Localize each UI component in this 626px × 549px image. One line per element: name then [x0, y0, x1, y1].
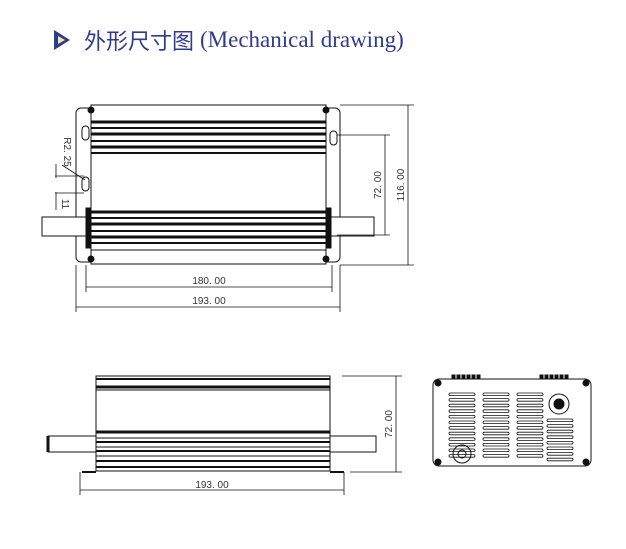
vent-slot	[448, 414, 476, 419]
end-cap-left	[85, 207, 92, 249]
vent-tooth	[549, 374, 554, 380]
screw	[87, 255, 95, 263]
vent-slot	[516, 403, 544, 408]
vent-tooth	[539, 374, 544, 380]
play-triangle-icon	[54, 30, 70, 50]
section-title: 外形尺寸图 (Mechanical drawing)	[52, 24, 404, 56]
vent-slot	[482, 448, 510, 452]
cable-left	[41, 216, 91, 237]
vent-slot	[448, 448, 476, 452]
vent-slot	[546, 457, 574, 462]
end-view	[432, 374, 592, 467]
vent-slot	[546, 435, 574, 439]
vent-slot	[482, 431, 510, 436]
output-connector-core	[553, 398, 565, 410]
mounting-slot	[81, 125, 90, 141]
cable-left	[47, 435, 97, 453]
vent-tooth	[471, 374, 476, 380]
vent-slot	[516, 426, 544, 430]
end-panel	[432, 378, 592, 467]
end-cap-right	[325, 207, 332, 249]
vent-slot	[546, 424, 574, 428]
vent-slot	[516, 431, 544, 436]
vent-slot	[448, 398, 476, 402]
vent-slot	[482, 437, 510, 441]
vent-tooth	[476, 374, 481, 380]
vent-tooth	[466, 374, 471, 380]
vent-slot	[482, 398, 510, 402]
vent-slot	[516, 414, 544, 419]
vent-slot	[516, 409, 544, 413]
vent-slot	[448, 392, 476, 396]
vent-slot	[482, 454, 510, 458]
heatsink-fins	[91, 120, 326, 251]
cable-right	[329, 435, 377, 453]
vent-slot	[546, 418, 574, 422]
vent-tooth	[451, 374, 456, 380]
vent-tooth	[456, 374, 461, 380]
vent-slots	[448, 392, 574, 462]
vent-slot	[482, 420, 510, 424]
top-view: 180. 00 193. 00 72. 00 116. 00 R2. 25 11	[41, 104, 414, 312]
input-connector-core	[457, 449, 467, 459]
vent-slot	[516, 448, 544, 452]
dim-193: 193. 00	[192, 296, 226, 307]
vent-slot	[448, 442, 476, 447]
vent-tooth	[554, 374, 559, 380]
vent-slot	[516, 420, 544, 424]
vent-slot	[482, 426, 510, 430]
dim-116: 116. 00	[396, 168, 407, 201]
dim-72: 72. 00	[373, 171, 384, 199]
vent-tooth	[559, 374, 564, 380]
title-chinese: 外形尺寸图	[84, 30, 195, 55]
vent-slot	[546, 429, 574, 434]
vent-slot	[448, 437, 476, 441]
screw	[322, 106, 330, 114]
vent-slot	[482, 392, 510, 396]
screw	[322, 255, 330, 263]
mounting-slot	[329, 130, 338, 146]
input-connector	[452, 444, 472, 464]
dim-slot: 11	[59, 199, 70, 210]
vent-slot	[546, 452, 574, 456]
vent-slot	[516, 437, 544, 441]
vent-slot	[448, 431, 476, 436]
vent-slot	[482, 403, 510, 408]
vent-tooth	[544, 374, 549, 380]
cable-right	[327, 216, 375, 237]
housing-body	[95, 375, 331, 472]
vent-slot	[546, 440, 574, 445]
vent-tooth	[461, 374, 466, 380]
vent-slot	[448, 420, 476, 424]
side-view: 193. 00 72. 00	[46, 375, 402, 495]
vent-slot	[448, 426, 476, 430]
vent-slot	[448, 403, 476, 408]
dim-180: 180. 00	[192, 276, 226, 287]
mounting-slot	[81, 176, 90, 192]
vent-slot	[482, 409, 510, 413]
vent-slot	[516, 442, 544, 447]
vent-slot	[546, 446, 574, 450]
heatsink-fins	[96, 378, 330, 468]
dim-radius: R2. 25	[61, 137, 72, 167]
vent-slot	[516, 398, 544, 402]
vent-slot	[482, 442, 510, 447]
screw	[87, 106, 95, 114]
output-connector	[548, 393, 570, 415]
vent-slot	[448, 409, 476, 413]
vent-slot	[448, 454, 476, 458]
vent-slot	[516, 392, 544, 396]
dim-193: 193. 00	[195, 480, 229, 491]
vent-tooth	[564, 374, 569, 380]
title-english: (Mechanical drawing)	[200, 27, 404, 52]
vent-slot	[482, 414, 510, 419]
vent-slot	[516, 454, 544, 458]
dim-72: 72. 00	[384, 410, 395, 438]
